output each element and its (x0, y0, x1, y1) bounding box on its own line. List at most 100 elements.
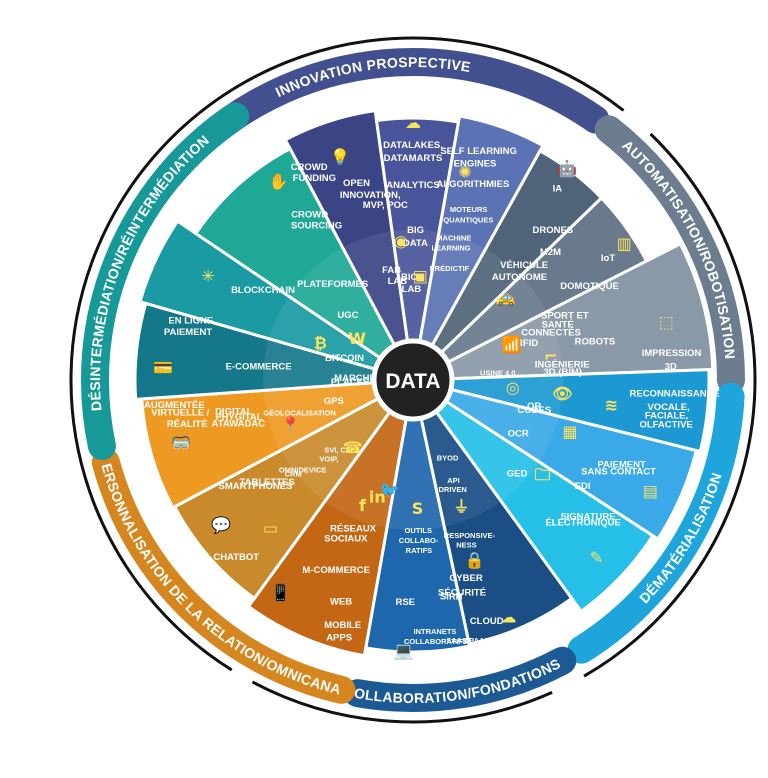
segment-item-label: GPS (324, 396, 344, 407)
segment-datalakes (374, 116, 461, 343)
outer-arcs (69, 36, 757, 724)
lightbulb-gears-icon: 💡 (330, 148, 350, 167)
folder-laptop-icon: 🗀 (534, 465, 550, 484)
outer-arc (90, 36, 625, 264)
segment-self-learning (418, 114, 545, 348)
band-personnalisation (91, 448, 356, 704)
3d-printer-icon: ⬚ (659, 313, 674, 332)
segment-item-label: SVI, CTI (324, 446, 352, 455)
segment-item-label: DATALAKES, (383, 140, 443, 151)
segment-item-label: GÉOLOCALISATION (263, 409, 335, 418)
segment-item-label: SMARTPHONES (219, 481, 293, 492)
segment-reconnaissance (449, 368, 711, 454)
segment-item-label: LAB (388, 276, 408, 287)
segment-item-label: INNOVATION, (340, 190, 401, 201)
band-collaboration (343, 646, 577, 712)
outer-arc (251, 680, 553, 724)
segment-item-label: OLFACTIVE (639, 420, 692, 431)
robot-arm-icon: ⌐ (544, 347, 557, 366)
segment-realite-virtuelle (140, 381, 380, 510)
segment-item-label: M2M (540, 247, 561, 258)
segments (133, 108, 715, 658)
segment-item-label: DRONES (532, 225, 573, 236)
segment-item-label: UGC (337, 310, 358, 321)
segment-robots (446, 241, 715, 381)
segment-item-label: SELF LEARNING (440, 146, 517, 157)
segment-item-label: BIO (401, 272, 418, 283)
segment-item-label: RECONNAISSANCE (630, 389, 720, 400)
eye-icon: 👁 (552, 384, 572, 403)
plug-icon: ⏚ (453, 497, 469, 516)
wikipedia-icon: W (348, 329, 366, 348)
segment-item-label: MOTEURS (450, 205, 488, 214)
segment-item-label: NESS (456, 541, 476, 550)
segment-item-label: DOMOTIQUE (560, 281, 619, 292)
segment-item-label: ATAWADAC (212, 419, 266, 430)
segment-item-label: BITCOIN (325, 353, 364, 364)
segment-item-label: API (447, 476, 460, 485)
segment-item-label: SANS CONTACT (581, 467, 656, 478)
segment-item-label: FAB (382, 265, 401, 276)
segment-item-label: CROWD (291, 162, 328, 173)
payment-terminal-icon: ▤ (643, 482, 658, 501)
outer-arc (583, 132, 757, 678)
segment-item-label: 3D (BIM) (544, 367, 583, 378)
segment-item-label: QR (527, 401, 541, 412)
segment-item-label: ALGORITHMIES (437, 179, 510, 190)
segment-item-label: OUTILS (404, 526, 432, 535)
segment-item-label: RESPONSIVE- (444, 531, 496, 540)
segment-item-label: AUGMENTÉE (144, 400, 205, 411)
segment-item-label: ENGINES (454, 159, 497, 170)
segment-item-label: OMNIDEVICE (279, 465, 327, 474)
segment-item-label: IA (553, 183, 563, 194)
segment-item-label: PAIEMENT (164, 327, 213, 338)
segment-item-label: COLLABO- (399, 536, 439, 545)
data-hub-circle (373, 340, 453, 420)
segment-item-label: VOCALE, (647, 402, 689, 413)
mobile-apps-icon: 📱 (271, 583, 291, 602)
segment-item-label: ROBOTS (575, 336, 616, 347)
qr-phone-icon: ▦ (562, 422, 577, 441)
segment-paiement-sans-contact (444, 387, 699, 542)
tablets-icon: ▭ (263, 518, 278, 537)
segment-item-label: RÉALITÉ (167, 419, 208, 430)
brain-icon: ✺ (458, 162, 471, 181)
segment-item-label: TABLETTES (240, 477, 295, 488)
segment-icons: 💡◉☁▣✺🤖🚕▥📶⌐⬚◎👁≋▦▤🗀✎⏚🔒☁S💻🐦inf📱☎▭💬📍🥽💳₿✳W✋ (153, 113, 674, 660)
segment-item-label: PAIEMENT (597, 459, 646, 470)
segment-item-label: FACIALE, (645, 411, 688, 422)
segment-ocr (434, 399, 655, 614)
segment-item-label: DATA (403, 238, 428, 249)
segment-item-label: EN LIGNE (168, 315, 213, 326)
intranet-laptop-icon: 💻 (394, 641, 414, 660)
segment-item-label: PLATEFORMES (297, 279, 368, 290)
segment-item-label: DRIVEN (439, 485, 467, 494)
segment-item-label: DATAMARTS (384, 153, 443, 164)
phone-icon: ☎ (343, 438, 363, 457)
data-cube-icon: ▣ (413, 266, 428, 285)
segment-item-label: VOIP, (319, 454, 338, 463)
fablab-logo-icon: ◉ (394, 232, 408, 251)
tablet-signature-icon: ✎ (590, 548, 603, 567)
chatbot-icon: 💬 (211, 515, 231, 534)
hand-coin-icon: ✋ (269, 172, 289, 191)
twitter-icon: 🐦 (380, 481, 400, 500)
segment-item-label: OPEN (343, 178, 370, 189)
segment-item-label: CODES (517, 405, 551, 416)
bitcoin-icon: ₿ (314, 334, 327, 353)
segment-item-label: SANTÉ (542, 319, 574, 330)
segment-item-label: LEARNING (431, 243, 470, 252)
segment-reseaux-sociaux (246, 410, 408, 658)
segment-item-label: EDI (575, 481, 591, 492)
segment-item-label: QUANTIQUES (443, 215, 493, 224)
segment-item-label: APPS (326, 633, 352, 644)
segment-item-label: INGÉNIERIE (535, 359, 590, 370)
segment-item-label: CHATBOT (213, 552, 259, 563)
band-dematerialisation (567, 382, 745, 664)
band-automatisation (594, 115, 745, 394)
segment-item-label: ÉLECTRONIQUE (545, 518, 620, 529)
segment-item-label: ANALYTICS (386, 180, 440, 191)
segment-item-label: RFID (516, 338, 538, 349)
segment-item-label: LAB (402, 284, 422, 295)
